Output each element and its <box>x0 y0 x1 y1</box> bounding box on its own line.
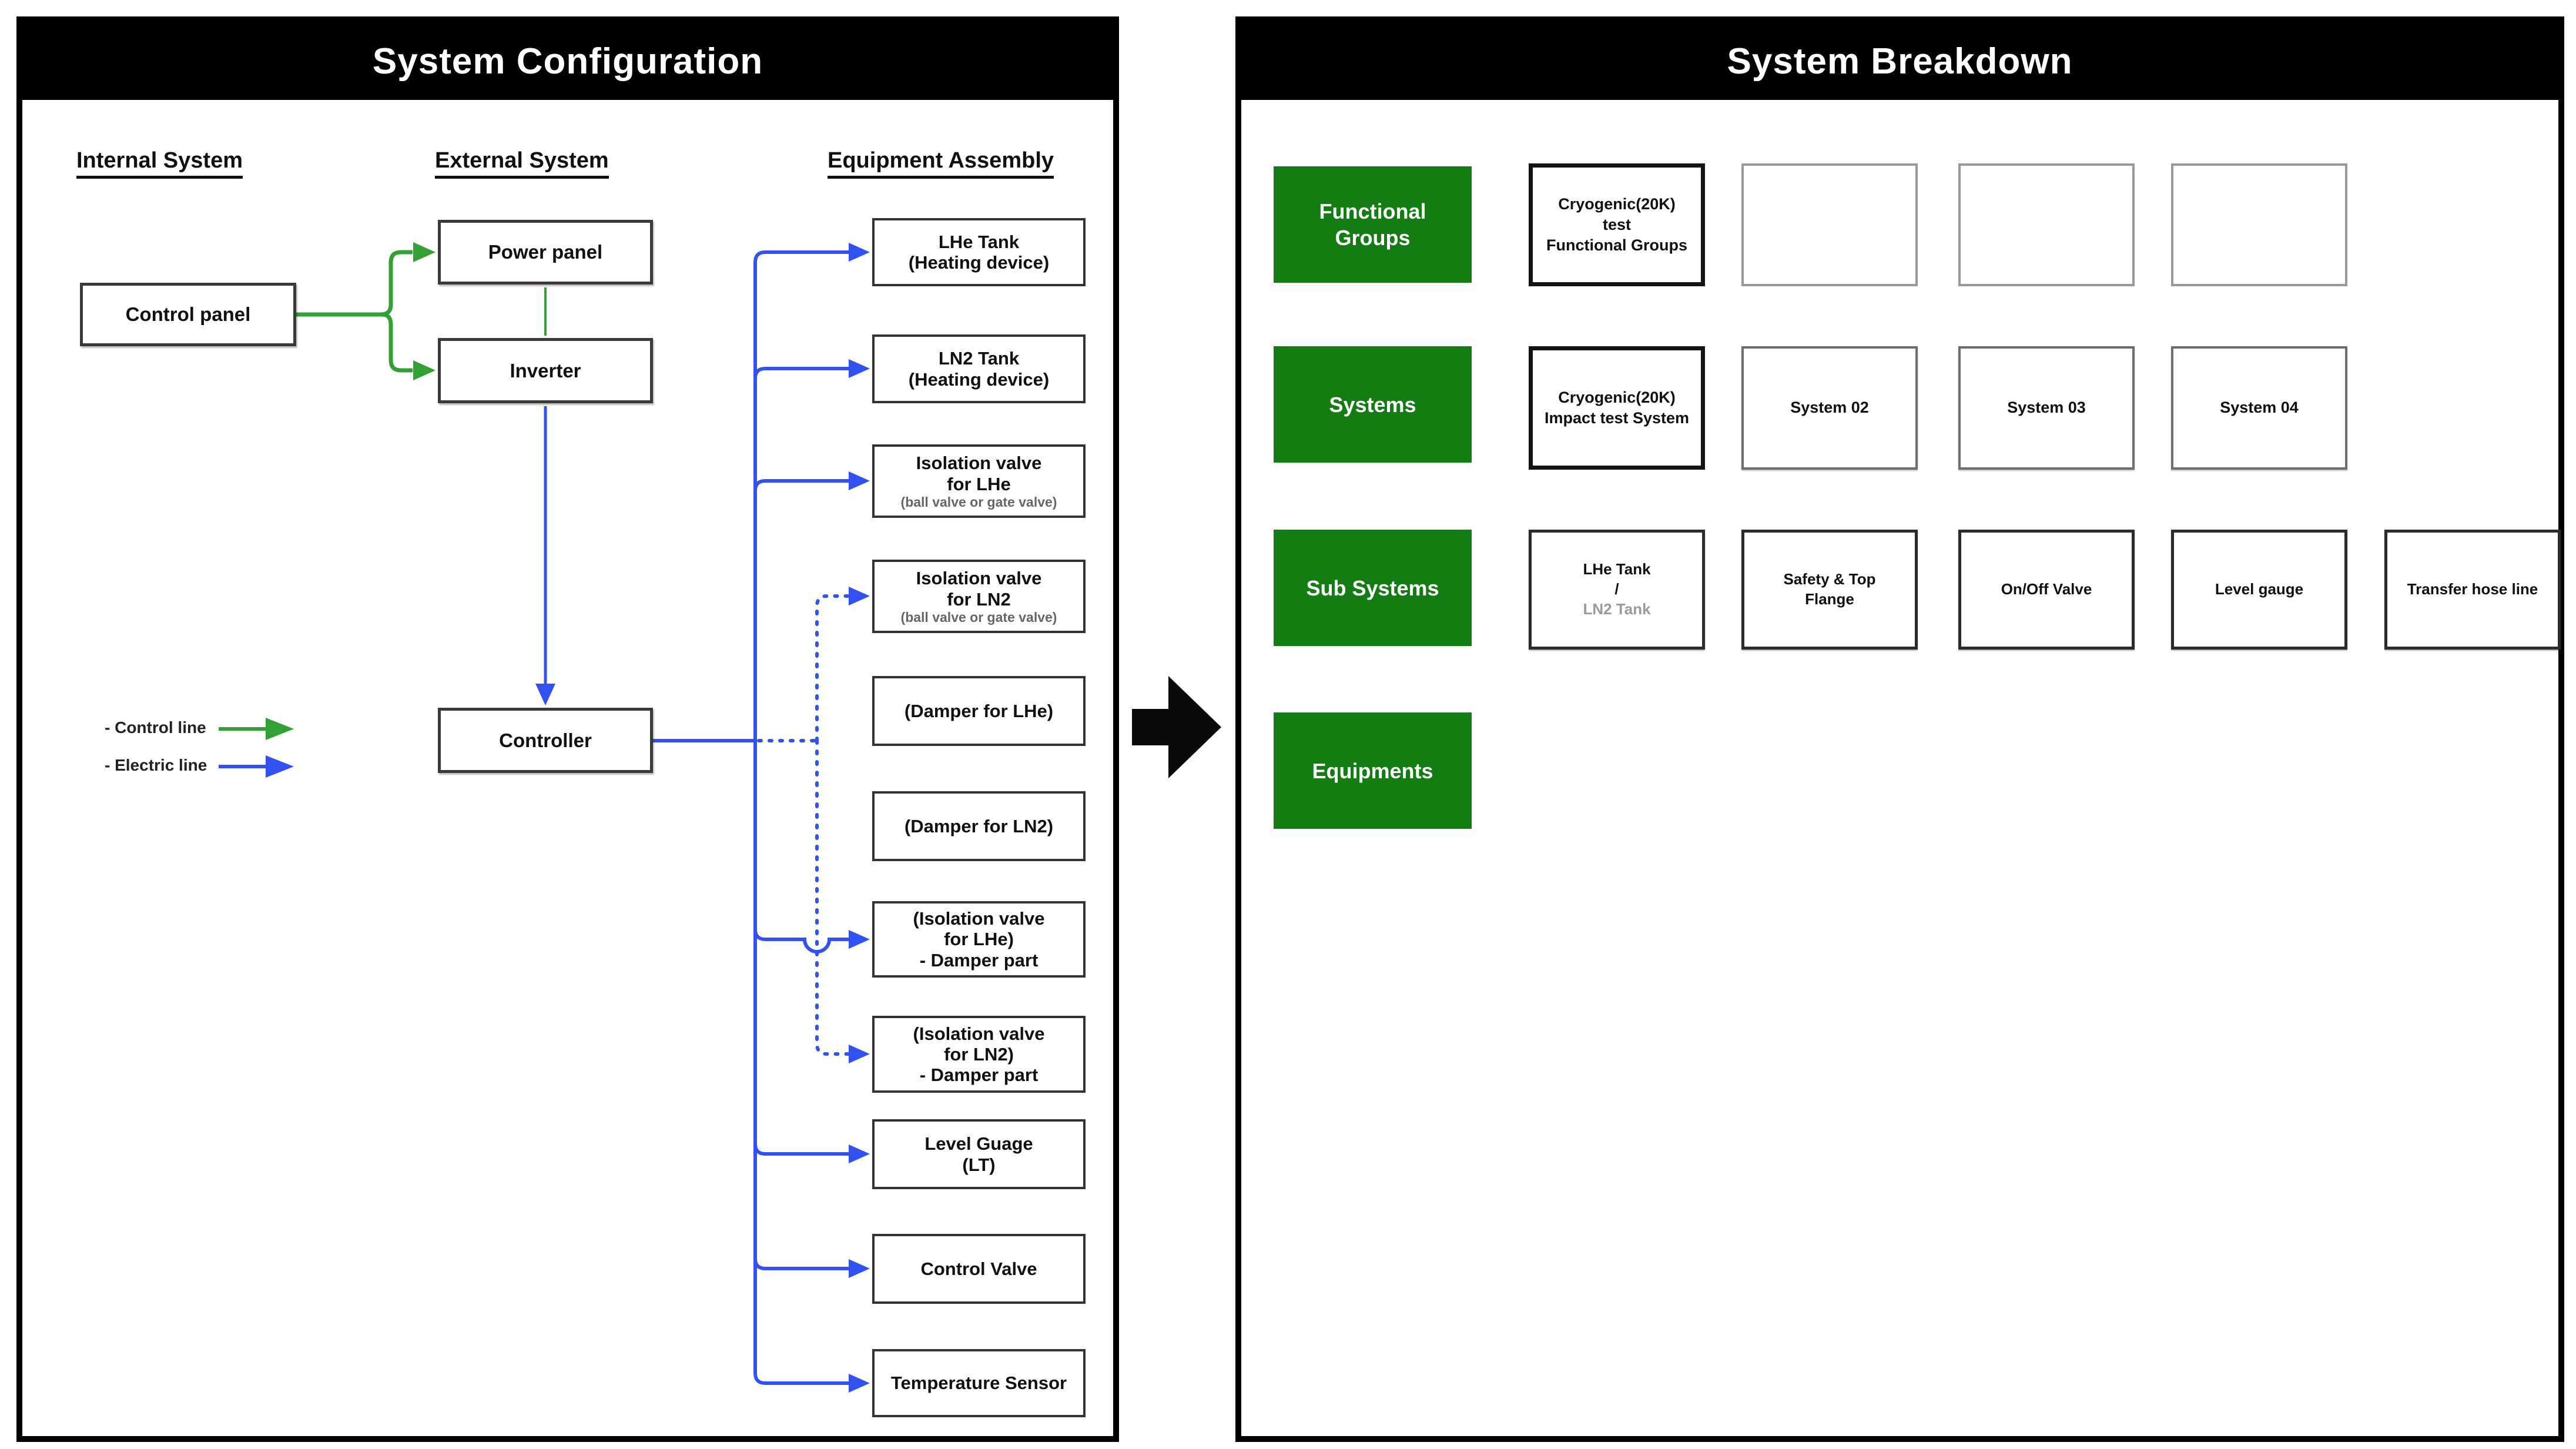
cell-line: Functional Groups <box>1546 236 1687 255</box>
legend-control-line-label: - Control line <box>105 718 206 737</box>
cell-cryogenic-impact-test-system: Cryogenic(20K) Impact test System <box>1529 346 1705 470</box>
equipment-label: for LN2) <box>944 1043 1014 1065</box>
left-panel-title: System Configuration <box>22 22 1113 100</box>
cell-line: Impact test System <box>1544 409 1690 427</box>
group-label-sub-systems: Sub Systems <box>1274 530 1472 646</box>
cell-system-04: System 04 <box>2171 346 2347 470</box>
equipment-label: for LN2 <box>947 588 1011 610</box>
cell-line: / <box>1614 580 1619 598</box>
right-panel-title: System Breakdown <box>1241 22 2558 100</box>
equipment-note: (ball valve or gate valve) <box>900 494 1057 510</box>
equipment-label: Isolation valve <box>916 568 1042 589</box>
equipment-box-isolation-ln2-damper-part: (Isolation valve for LN2) - Damper part <box>872 1016 1086 1093</box>
node-control-panel: Control panel <box>80 283 296 346</box>
equipment-note: (ball valve or gate valve) <box>900 609 1057 625</box>
equipment-label: for LHe <box>947 473 1011 494</box>
cell-line-muted: LN2 Tank <box>1583 600 1651 618</box>
cell-line: LHe Tank <box>1583 560 1651 578</box>
node-inverter: Inverter <box>438 338 653 403</box>
cell-line: Safety & Top <box>1783 570 1876 588</box>
equipment-label: (Heating device) <box>908 252 1050 273</box>
equipment-box-damper-ln2: (Damper for LN2) <box>872 791 1086 861</box>
cell-sub-lhe-ln2-tank: LHe Tank / LN2 Tank <box>1529 530 1705 650</box>
group-label-equipments: Equipments <box>1274 712 1472 829</box>
equipment-label: (Heating device) <box>908 369 1050 390</box>
equipment-label: (Damper for LN2) <box>904 815 1054 836</box>
equipment-label: (Isolation valve <box>913 1023 1045 1044</box>
cell-functional-group-empty-3 <box>2171 163 2347 286</box>
panel-transition-arrow-icon <box>1132 676 1221 778</box>
column-header-internal-system: Internal System <box>76 148 243 179</box>
equipment-box-isolation-valve-ln2: Isolation valve for LN2 (ball valve or g… <box>872 560 1086 633</box>
equipment-box-isolation-valve-lhe: Isolation valve for LHe (ball valve or g… <box>872 444 1086 518</box>
equipment-label: (Isolation valve <box>913 908 1045 929</box>
equipment-label: Temperature Sensor <box>890 1373 1067 1394</box>
equipment-label: Isolation valve <box>916 453 1042 474</box>
cell-sub-transfer-hose-line: Transfer hose line <box>2384 530 2561 650</box>
equipment-box-ln2-tank: LN2 Tank (Heating device) <box>872 334 1086 403</box>
equipment-label: Control Valve <box>920 1258 1037 1279</box>
cell-line: test <box>1602 215 1631 233</box>
equipment-label: for LHe) <box>944 929 1014 950</box>
right-panel-title-text: System Breakdown <box>1727 41 2073 82</box>
equipment-box-control-valve: Control Valve <box>872 1234 1086 1304</box>
node-power-panel: Power panel <box>438 220 653 285</box>
equipment-label: (LT) <box>962 1154 996 1175</box>
cell-system-02: System 02 <box>1741 346 1918 470</box>
legend-electric-line-label: - Electric line <box>105 756 207 774</box>
equipment-label: - Damper part <box>919 1065 1039 1085</box>
equipment-box-isolation-lhe-damper-part: (Isolation valve for LHe) - Damper part <box>872 901 1086 978</box>
equipment-label: LHe Tank <box>938 231 1020 252</box>
cell-line: Cryogenic(20K) <box>1558 195 1676 213</box>
group-label-functional-groups: Functional Groups <box>1274 166 1472 283</box>
cell-functional-group-empty-1 <box>1741 163 1918 286</box>
group-label-systems: Systems <box>1274 346 1472 463</box>
equipment-label: - Damper part <box>919 949 1039 971</box>
column-header-external-system: External System <box>435 148 609 179</box>
equipment-box-lhe-tank: LHe Tank (Heating device) <box>872 218 1086 286</box>
column-header-equipment-assembly: Equipment Assembly <box>828 148 1054 179</box>
cell-sub-onoff-valve: On/Off Valve <box>1958 530 2135 650</box>
cell-sub-safety-top-flange: Safety & Top Flange <box>1741 530 1918 650</box>
equipment-box-damper-lhe: (Damper for LHe) <box>872 676 1086 746</box>
cell-system-03: System 03 <box>1958 346 2135 470</box>
left-panel-title-text: System Configuration <box>372 41 763 82</box>
equipment-label: Level Guage <box>924 1133 1033 1154</box>
equipment-label: (Damper for LHe) <box>904 700 1054 721</box>
cell-cryogenic-test-functional-groups: Cryogenic(20K) test Functional Groups <box>1529 163 1705 286</box>
equipment-box-level-guage: Level Guage (LT) <box>872 1119 1086 1189</box>
equipment-label: LN2 Tank <box>938 348 1020 369</box>
cell-functional-group-empty-2 <box>1958 163 2135 286</box>
cell-line: Flange <box>1805 590 1854 608</box>
cell-sub-level-gauge: Level gauge <box>2171 530 2347 650</box>
cell-line: Cryogenic(20K) <box>1558 388 1676 406</box>
node-controller: Controller <box>438 708 653 773</box>
equipment-box-temperature-sensor: Temperature Sensor <box>872 1349 1086 1417</box>
